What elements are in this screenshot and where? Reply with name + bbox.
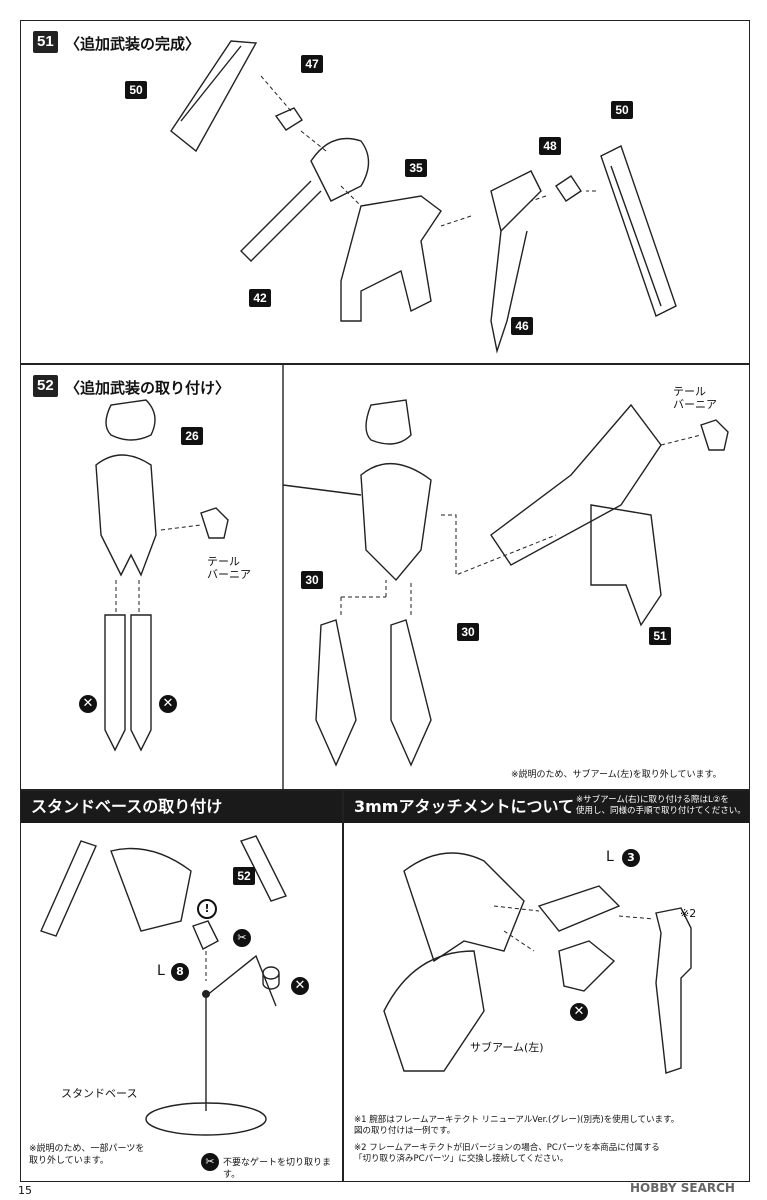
attachment-panel: 3mmアタッチメントについて ※サブアーム(右)に取り付ける際はL②を 使用し、… bbox=[343, 790, 750, 1182]
stand-note-gate: 不要なゲートを切り取ります。 bbox=[223, 1158, 332, 1180]
step-52-number: 52 bbox=[33, 375, 58, 397]
stand-l-label: L bbox=[157, 963, 165, 979]
gate-cut-icon: ✂ bbox=[233, 929, 251, 947]
stand-base-illustration bbox=[40, 835, 287, 1136]
attachment-header-note: ※サブアーム(右)に取り付ける際はL②を 使用し、同様の手順で取り付けてください… bbox=[576, 795, 746, 816]
part-47: 47 bbox=[301, 55, 323, 73]
hobby-search-watermark: HOBBY SEARCH bbox=[630, 1181, 735, 1195]
step-52-title: 〈追加武装の取り付け〉 bbox=[65, 379, 231, 397]
stand-l-number: 8 bbox=[171, 963, 189, 981]
part-42: 42 bbox=[249, 289, 271, 307]
gate-cut-icon-legend: ✂ bbox=[201, 1153, 219, 1171]
page-number: 15 bbox=[18, 1184, 32, 1197]
part-46: 46 bbox=[511, 317, 533, 335]
stand-base-panel: スタンドベースの取り付け 52 ! ✂ L 8 ✕ スタンドベース ※説明のため… bbox=[20, 790, 343, 1182]
no-mark-left: ✕ bbox=[79, 695, 97, 713]
stand-base-title: スタンドベースの取り付け bbox=[31, 797, 223, 816]
attachment-note-2: ※2 フレームアーキテクトが旧バージョンの場合、PCパーツを本商品に付属する 「… bbox=[354, 1143, 660, 1164]
stand-base-label: スタンドベース bbox=[61, 1087, 138, 1100]
part-35: 35 bbox=[405, 159, 427, 177]
attachment-note-1: ※1 腕部はフレームアーキテクト リニューアルVer.(グレー)(別売)を使用し… bbox=[354, 1115, 680, 1136]
step-51-panel: 51 〈追加武装の完成〉 50 47 35 48 50 42 46 bbox=[20, 20, 750, 364]
part-48: 48 bbox=[539, 137, 561, 155]
step-52-illustration bbox=[95, 365, 729, 789]
part-51: 51 bbox=[649, 627, 671, 645]
part-26: 26 bbox=[181, 427, 203, 445]
attachment-ref-2: ※2 bbox=[680, 907, 697, 920]
tail-booster-label-left: テール バーニア bbox=[207, 555, 251, 581]
no-mark-stand: ✕ bbox=[291, 977, 309, 995]
attachment-illustration bbox=[383, 852, 692, 1074]
attachment-l-label: L bbox=[606, 849, 614, 865]
step-51-number: 51 bbox=[33, 31, 58, 53]
no-mark-attachment: ✕ bbox=[570, 1003, 588, 1021]
attachment-header: 3mmアタッチメントについて bbox=[344, 791, 749, 823]
attachment-l-number: 3 bbox=[622, 849, 640, 867]
caution-icon: ! bbox=[197, 899, 217, 919]
stand-note-left: ※説明のため、一部パーツを 取り外しています。 bbox=[29, 1144, 145, 1166]
attachment-title: 3mmアタッチメントについて bbox=[354, 797, 574, 816]
tail-booster-label-right: テール バーニア bbox=[673, 385, 717, 411]
subarm-left-label: サブアーム(左) bbox=[470, 1041, 544, 1054]
part-50-right: 50 bbox=[611, 101, 633, 119]
part-30-left: 30 bbox=[301, 571, 323, 589]
part-52: 52 bbox=[233, 867, 255, 885]
part-30-right: 30 bbox=[457, 623, 479, 641]
stand-base-header: スタンドベースの取り付け bbox=[21, 791, 342, 823]
no-mark-right: ✕ bbox=[159, 695, 177, 713]
step-51-illustration bbox=[170, 40, 677, 354]
step-52-note: ※説明のため、サブアーム(左)を取り外しています。 bbox=[511, 770, 722, 780]
part-50-left: 50 bbox=[125, 81, 147, 99]
step-52-panel: 52 〈追加武装の取り付け〉 26 テール バーニア ✕ ✕ 30 30 テール… bbox=[20, 364, 750, 790]
step-51-title: 〈追加武装の完成〉 bbox=[65, 35, 201, 53]
